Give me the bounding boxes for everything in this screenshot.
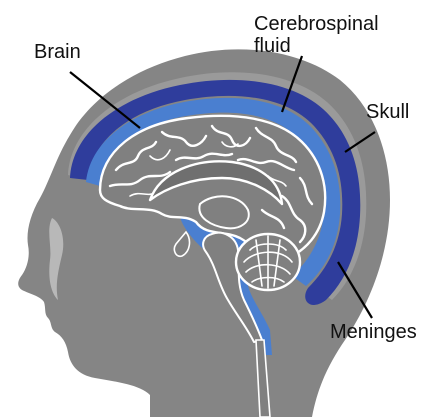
brain-label: Brain <box>34 41 81 63</box>
meninges-label: Meninges <box>330 321 417 343</box>
cerebellum <box>236 234 300 290</box>
csf-label-line1: Cerebrospinal <box>254 13 379 35</box>
csf-label-line2: fluid <box>254 35 291 57</box>
skull-label: Skull <box>366 101 409 123</box>
csf-label: Cerebrospinal fluid <box>254 13 384 57</box>
